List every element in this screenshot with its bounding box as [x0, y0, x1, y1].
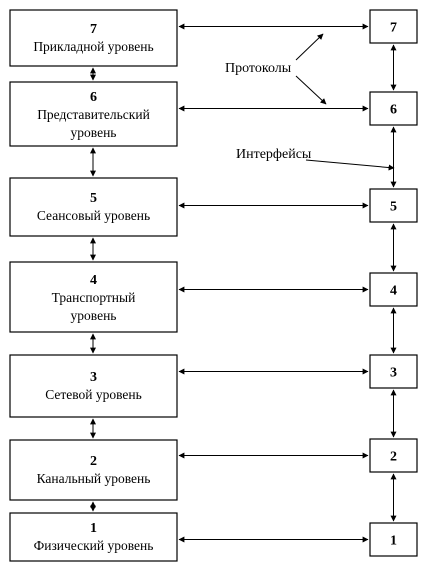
layer-number: 6 — [90, 90, 97, 105]
layer-label: Представительский — [37, 107, 150, 122]
peer-box-frame — [369, 354, 418, 389]
peer-box-4: 4 — [369, 272, 418, 307]
layer-box-frame — [9, 9, 178, 67]
peer-number: 1 — [390, 534, 397, 549]
layer-number: 7 — [90, 22, 97, 37]
layer-number: 1 — [90, 521, 97, 536]
links-group — [90, 23, 397, 543]
layer-label: Транспортный — [52, 290, 136, 305]
peer-number: 7 — [390, 21, 397, 36]
layer-number: 5 — [90, 191, 97, 206]
layer-label: Канальный уровень — [37, 471, 151, 486]
peer-box-frame — [369, 188, 418, 223]
layer-box-frame — [9, 512, 178, 562]
layer-box-frame — [9, 261, 178, 333]
peer-box-6: 6 — [369, 91, 418, 126]
interfaces-label: Интерфейсы — [236, 147, 312, 162]
peer-number: 4 — [390, 284, 397, 299]
layer-number: 2 — [90, 454, 97, 469]
peer-box-3: 3 — [369, 354, 418, 389]
peer-box-2: 2 — [369, 438, 418, 473]
peer-box-1: 1 — [369, 522, 418, 557]
layer-box-frame — [9, 177, 178, 237]
layer-label: Прикладной уровень — [33, 39, 153, 54]
layer-box-frame — [9, 439, 178, 501]
peer-box-frame — [369, 91, 418, 126]
layer-label: Физический уровень — [34, 538, 154, 553]
interfaces-pointer — [305, 159, 395, 171]
layer-label: Сеансовый уровень — [37, 208, 150, 223]
peer-number: 5 — [390, 200, 397, 215]
layer-number: 4 — [90, 273, 97, 288]
annotations-group: Протоколы Интерфейсы — [225, 33, 395, 171]
layer-number: 3 — [90, 370, 97, 385]
peer-box-frame — [369, 272, 418, 307]
peer-number: 2 — [390, 450, 397, 465]
peer-box-5: 5 — [369, 188, 418, 223]
peer-box-frame — [369, 9, 418, 44]
layer-label: Сетевой уровень — [45, 387, 142, 402]
peer-number: 6 — [390, 103, 397, 118]
protocols-label: Протоколы — [225, 61, 292, 76]
peer-box-frame — [369, 522, 418, 557]
layer-label: уровень — [71, 308, 117, 323]
layer-box-frame — [9, 81, 178, 147]
peer-box-frame — [369, 438, 418, 473]
peer-box-7: 7 — [369, 9, 418, 44]
peer-number: 3 — [390, 366, 397, 381]
layer-box-frame — [9, 354, 178, 418]
protocols-pointer-upper — [295, 33, 324, 61]
protocols-pointer-lower — [295, 75, 327, 105]
layer-label: уровень — [71, 125, 117, 140]
